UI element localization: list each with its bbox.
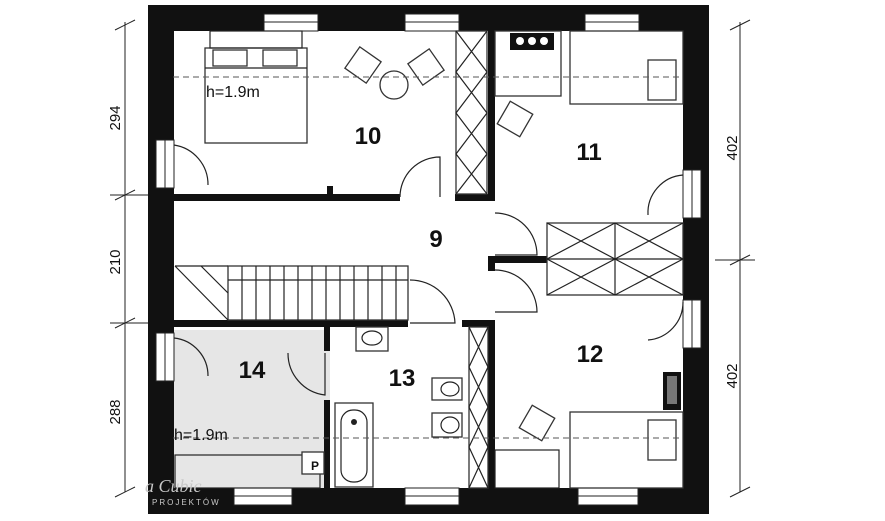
dim-left-bottom: 288	[107, 399, 124, 424]
boiler-tag: P	[311, 459, 319, 473]
staircase	[174, 265, 409, 321]
windows-bottom	[233, 487, 639, 506]
bathroom-fixtures	[334, 326, 489, 489]
furniture-room-14	[174, 451, 325, 489]
table-chairs-room-10	[343, 45, 446, 100]
dim-left-middle: 210	[107, 249, 124, 274]
wardrobe-room-12	[545, 222, 685, 296]
furniture-room-11	[494, 30, 684, 138]
dim-right-top: 402	[724, 135, 741, 160]
window-sashes	[173, 144, 684, 377]
room-label-12: 12	[577, 341, 604, 368]
windows-left	[155, 139, 175, 382]
doors	[287, 156, 538, 396]
watermark-logo: a Cubic	[145, 476, 202, 496]
room-label-10: 10	[355, 123, 382, 150]
room-label-9: 9	[429, 226, 442, 253]
height-note-bottom: h=1.9m	[174, 427, 228, 444]
dim-right-bottom: 402	[724, 363, 741, 388]
room-label-11: 11	[576, 139, 601, 166]
wardrobe-corridor	[455, 30, 488, 195]
room-label-14: 14	[239, 357, 266, 384]
furniture-room-12	[494, 372, 684, 489]
dimension-lines-left	[110, 19, 150, 498]
bed-room-10	[204, 30, 308, 144]
dim-left-top: 294	[107, 105, 124, 130]
watermark-subtext: PROJEKTÓW	[152, 498, 221, 507]
attic-height-lines	[173, 76, 683, 439]
windows-right	[682, 169, 702, 349]
room-label-13: 13	[389, 365, 416, 392]
dimension-lines-right	[715, 19, 755, 498]
height-note-top: h=1.9m	[206, 84, 260, 101]
